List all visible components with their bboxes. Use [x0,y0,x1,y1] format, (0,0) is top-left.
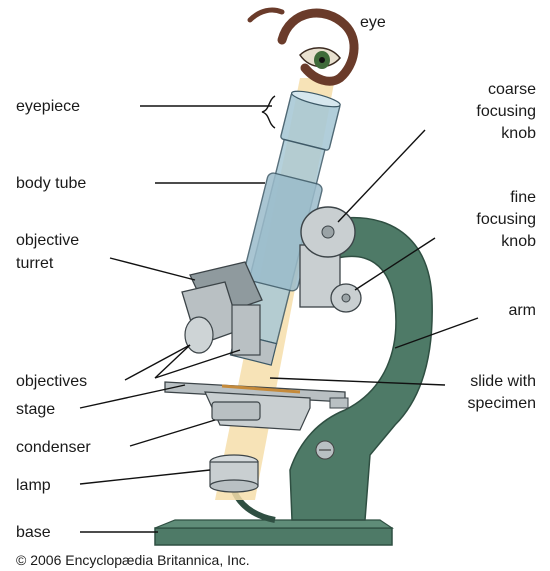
label-lamp: lamp [16,477,51,494]
label-objective-turret-line2: turret [16,255,54,272]
label-condenser: condenser [16,439,91,456]
label-coarse-focusing-knob-line3: knob [501,125,536,142]
label-body-tube: body tube [16,175,86,192]
label-eyepiece: eyepiece [16,98,80,115]
label-base: base [16,524,51,541]
label-objective-turret-line1: objective [16,232,79,249]
label-objectives: objectives [16,373,87,390]
base-part [155,520,392,545]
label-arm: arm [508,302,536,319]
label-fine-focusing-knob-line2: focusing [476,211,536,228]
label-fine-focusing-knob-line1: fine [510,189,536,206]
condenser-part [212,402,260,420]
eye-illustration [250,10,354,81]
label-slide-with-specimen-line1: slide with [470,373,536,390]
label-fine-focusing-knob-line3: knob [501,233,536,250]
objective-turret-part [182,262,262,355]
label-slide-with-specimen-line2: specimen [468,395,536,412]
copyright-credit: © 2006 Encyclopædia Britannica, Inc. [16,552,250,568]
label-stage: stage [16,401,55,418]
label-coarse-focusing-knob-line2: focusing [476,103,536,120]
focus-block-part [300,207,361,312]
lamp-part [210,455,258,492]
label-eye: eye [360,14,386,31]
label-coarse-focusing-knob-line1: coarse [488,81,536,98]
